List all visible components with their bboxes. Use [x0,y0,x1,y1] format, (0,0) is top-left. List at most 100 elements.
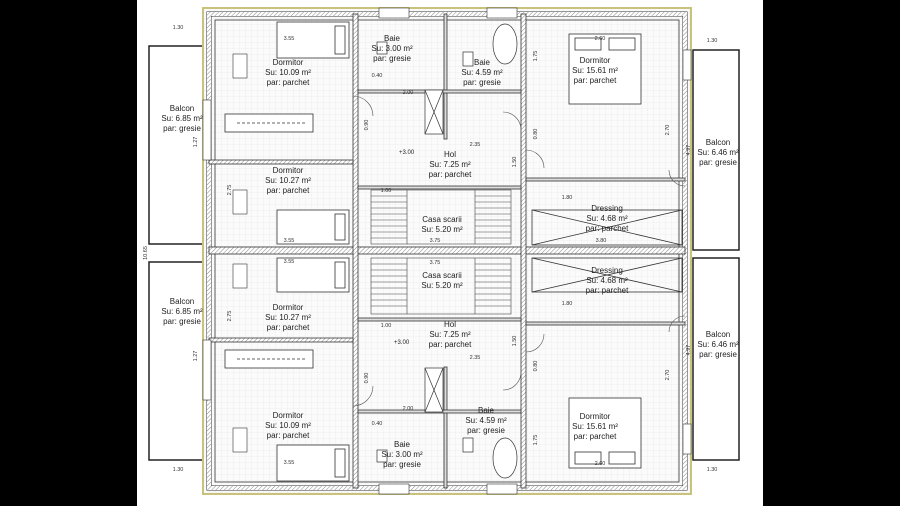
room-area: Su: 6.85 m² [161,114,203,123]
dim-wall-b-top: 0.40 [371,73,383,79]
room-name: Dressing [591,266,623,275]
room-name: Dormitor [272,303,304,312]
room-label-dormitor-mid-left-2: Dormitor Su: 10.27 m² par: parchet [265,303,311,333]
room-area: Su: 6.46 m² [697,340,739,349]
dim-balcony-top-left: 1.30 [172,25,184,31]
room-name: Baie [383,34,401,43]
dressing-markers [531,209,683,293]
room-label-baie-bottom-right: Baie Su: 4.59 m² par: gresie [465,406,506,436]
bed-mid-left-1 [276,209,350,245]
bath-fixtures [376,23,518,479]
room-name: Baie [393,440,411,449]
dim-bed-width-bottom: 3.55 [283,460,295,466]
dim-wall-g-bottom: 0.90 [364,372,370,384]
dim-balcony-bottom-right: 1.30 [706,467,718,473]
desks-left [232,53,248,453]
dim-stair-width-top: 1.00 [380,188,392,194]
balcony-left-top [148,45,208,245]
balcony-right-bottom [692,257,740,461]
dim-bath-width-bottom: 2.00 [402,406,414,412]
dim-wall-a-top: 1.75 [533,50,539,62]
wardrobes-left [224,113,314,369]
dim-stair-width-bottom: 1.00 [380,323,392,329]
room-label-dormitor-top-left: Dormitor Su: 10.09 m² par: parchet [265,58,311,88]
room-area: Su: 10.09 m² [265,421,311,430]
room-area: Su: 15.61 m² [572,422,618,431]
room-area: Su: 6.46 m² [697,148,739,157]
dim-dressing-width-top: 1.80 [561,195,573,201]
room-floor: par: parchet [428,340,472,349]
balcony-right-top [692,49,740,251]
room-label-balcon-left-2: Balcon Su: 6.85 m² par: gresie [161,297,202,327]
room-floor: par: parchet [266,431,310,440]
room-area: Su: 5.20 m² [421,281,463,290]
elevation-marker-2: +3.00 [394,340,410,346]
room-floor: par: gresie [383,460,421,469]
room-floor: par: parchet [266,78,310,87]
room-label-baie-bottom-left: Baie Su: 3.00 m² par: gresie [381,440,422,470]
dim-hall-width-bottom: 2.35 [469,355,481,361]
dim-bed-width-mid-1: 3.55 [283,238,295,244]
interior-walls [208,13,686,489]
dim-wall-d-bottom: 2.70 [665,369,671,381]
room-name: Casa scarii [422,271,462,280]
room-label-casa-scarii-2: Casa scarii Su: 5.20 m² [421,271,462,291]
room-name: Dormitor [272,166,304,175]
room-name: Balcon [169,104,195,113]
room-label-dormitor-top-right: Dormitor Su: 15.61 m² par: parchet [572,56,618,86]
dim-wall-f-bottom: 1.50 [512,335,518,347]
dim-bed-width-top: 3.55 [283,36,295,42]
room-name: Casa scarii [422,215,462,224]
bed-bottom-right [568,397,642,469]
dim-wall-h-bottom: 2.75 [227,310,233,322]
dim-wall-k-top: 2.60 [594,36,606,42]
dim-wall-f-top: 1.50 [512,156,518,168]
room-floor: par: parchet [585,286,629,295]
dim-wall-d-top: 2.70 [665,124,671,136]
room-area: Su: 3.00 m² [381,450,423,459]
room-area: Su: 4.68 m² [586,276,628,285]
room-name: Dormitor [579,412,611,421]
room-name: Hol [443,320,457,329]
room-floor: par: parchet [573,432,617,441]
dim-wall-i-top: 3.80 [595,238,607,244]
room-floor: par: gresie [699,158,737,167]
room-label-casa-scarii-1: Casa scarii Su: 5.20 m² [421,215,462,235]
room-floor: par: parchet [266,186,310,195]
dim-bed-width-mid-2: 3.55 [283,259,295,265]
dim-wall-l-top: 1.27 [193,136,199,148]
dim-bath-width-top: 2.00 [402,90,414,96]
room-name: Balcon [705,138,731,147]
room-name: Baie [473,58,491,67]
room-label-dormitor-bottom-right: Dormitor Su: 15.61 m² par: parchet [572,412,618,442]
floor-plan-sheet: Dormitor Su: 10.09 m² par: parchet Baie … [137,0,763,506]
room-area: Su: 5.20 m² [421,225,463,234]
room-floor: par: parchet [266,323,310,332]
bed-bottom-left [276,444,350,482]
door-swings [352,95,686,407]
room-area: Su: 4.59 m² [465,416,507,425]
room-label-dormitor-bottom-left: Dormitor Su: 10.09 m² par: parchet [265,411,311,441]
room-label-dormitor-mid-left-1: Dormitor Su: 10.27 m² par: parchet [265,166,311,196]
room-floor: par: gresie [373,54,411,63]
dim-hall-width-top: 2.35 [469,142,481,148]
floor-plan-drawing [148,7,740,495]
dim-wall-g-top: 0.90 [364,119,370,131]
dim-balcony-top-right: 1.30 [706,38,718,44]
room-floor: par: parchet [585,224,629,233]
dim-wall-c-top: 4.97 [686,144,692,156]
room-label-dressing-1: Dressing Su: 4.68 m² par: parchet [586,204,629,234]
balcony-left-bottom [148,261,208,461]
room-floor: par: gresie [699,350,737,359]
room-floor: par: parchet [428,170,472,179]
room-floor: par: gresie [467,426,505,435]
room-name: Dormitor [272,58,304,67]
dim-overall-height: 10.65 [143,246,149,260]
stairs-top [370,189,512,245]
room-name: Dormitor [579,56,611,65]
room-name: Hol [443,150,457,159]
room-area: Su: 4.59 m² [461,68,503,77]
room-floor: par: parchet [573,76,617,85]
room-area: Su: 10.27 m² [265,313,311,322]
room-label-baie-top-left: Baie Su: 3.00 m² par: gresie [371,34,412,64]
